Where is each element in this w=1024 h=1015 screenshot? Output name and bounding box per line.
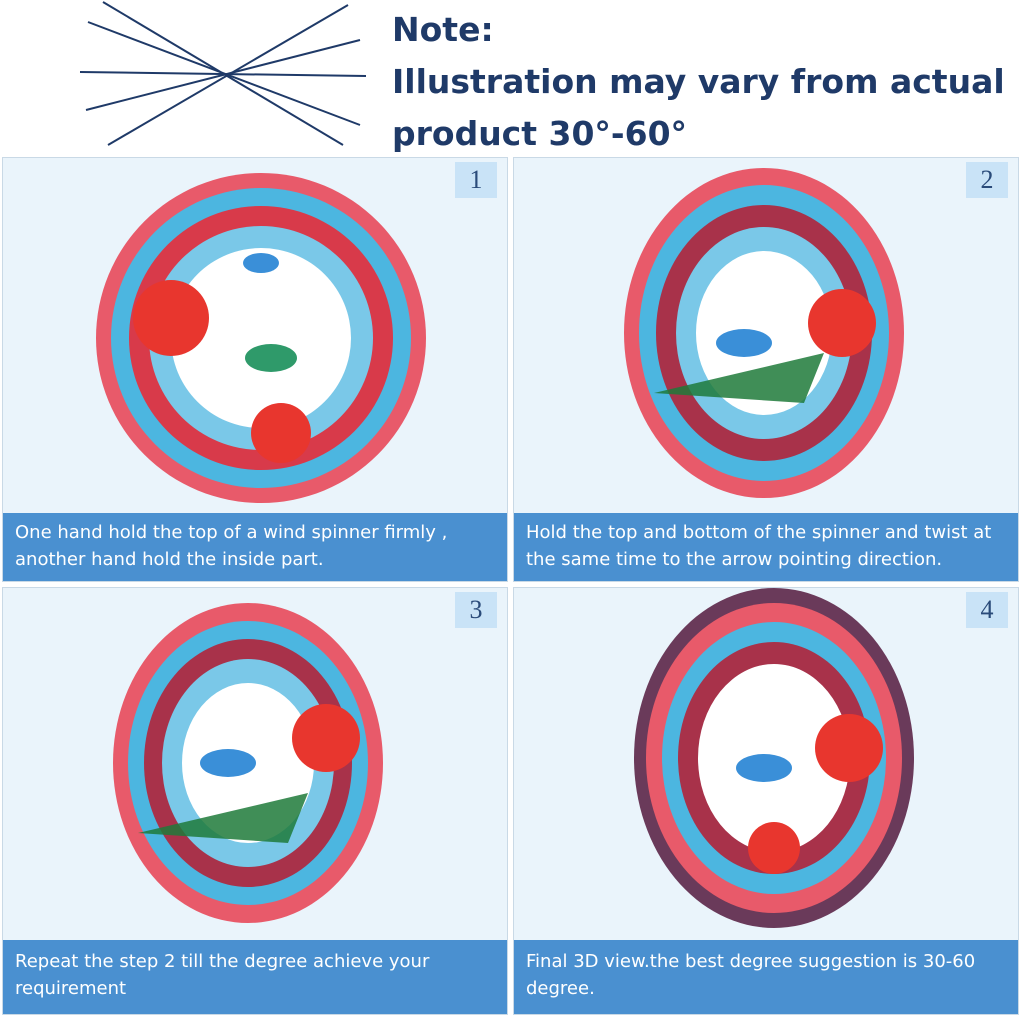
step-caption: Final 3D view.the best degree suggestion…	[514, 940, 1018, 1014]
wind-spinner-image	[96, 173, 426, 503]
note-title: Note:	[392, 10, 494, 49]
note-line-2: Illustration may vary from actual	[392, 62, 1005, 101]
step-number-badge: 3	[455, 592, 497, 628]
step-caption: Hold the top and bottom of the spinner a…	[514, 513, 1018, 581]
step-caption: One hand hold the top of a wind spinner …	[3, 513, 507, 581]
step-number-badge: 1	[455, 162, 497, 198]
step-caption: Repeat the step 2 till the degree achiev…	[3, 940, 507, 1014]
wind-spinner-image	[113, 603, 383, 923]
twist-lines-icon	[79, 1, 367, 146]
step-panel-1: 1 One hand hold the top of a wind spinne…	[2, 157, 508, 582]
step-panel-2: 2 Hold the top and bottom of the spinner…	[513, 157, 1019, 582]
wind-spinner-image	[634, 588, 914, 928]
wind-spinner-image	[624, 168, 904, 498]
header: Note: Illustration may vary from actual …	[0, 0, 1024, 155]
step-panel-3: 3 Repeat the step 2 till the degree achi…	[2, 587, 508, 1015]
step-number-badge: 2	[966, 162, 1008, 198]
note-line-3: product 30°-60°	[392, 114, 688, 153]
step-number-badge: 4	[966, 592, 1008, 628]
step-panel-4: 4 Final 3D view.the best degree suggesti…	[513, 587, 1019, 1015]
note-text: Note: Illustration may vary from actual …	[392, 4, 1005, 160]
